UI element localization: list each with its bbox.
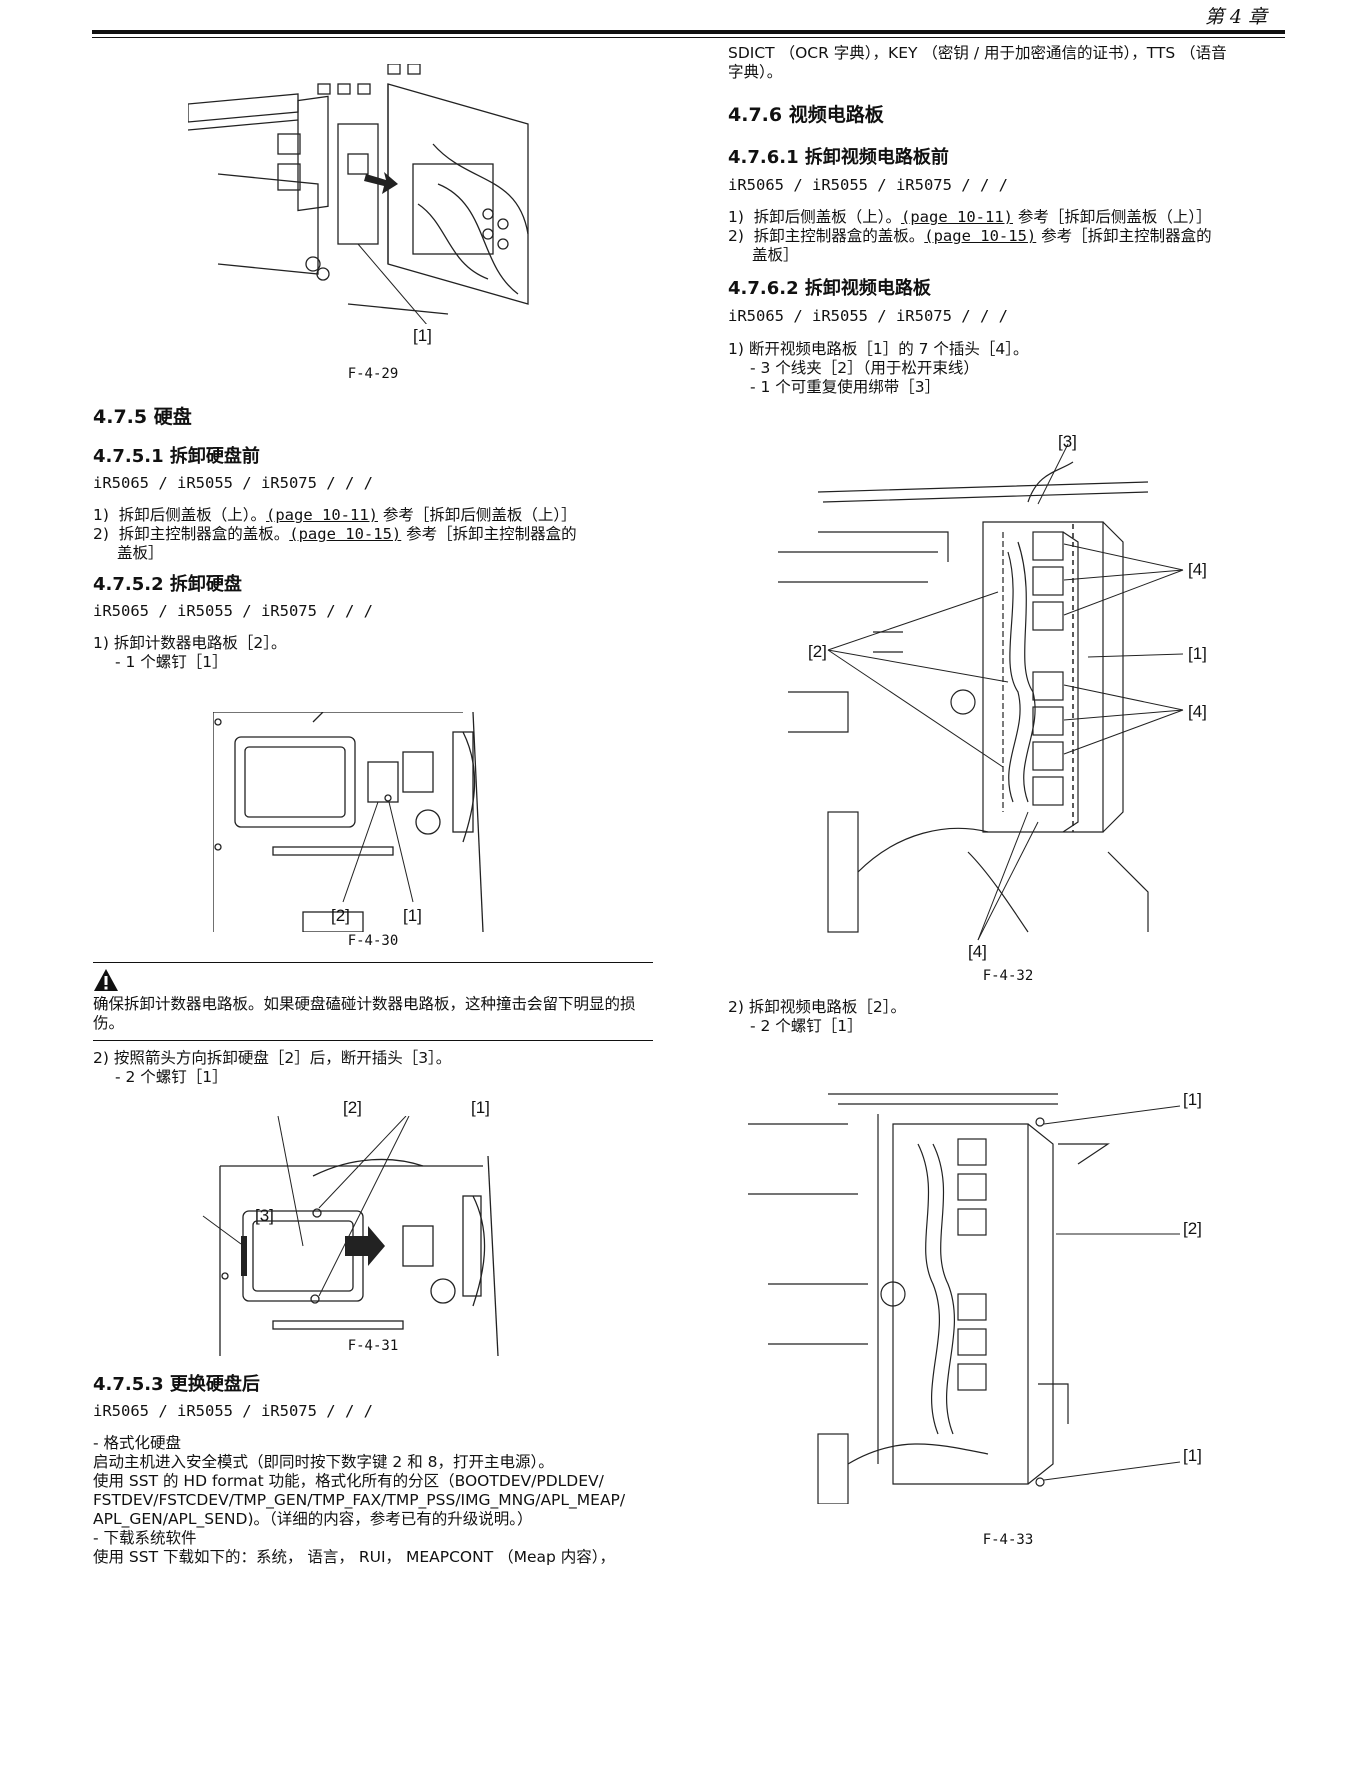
header-rule-thin bbox=[92, 37, 1285, 38]
fig33-caption: F-4-33 bbox=[982, 1532, 1034, 1548]
continued-line-2: 字典）。 bbox=[728, 63, 783, 81]
section-4-7-5-title: 4.7.5 硬盘 bbox=[93, 406, 192, 428]
s4753-line-4: FSTDEV/FSTCDEV/TMP_GEN/TMP_FAX/TMP_PSS/I… bbox=[93, 1491, 626, 1509]
s4752-step-1: 1) 拆卸计数器电路板［2］。 bbox=[93, 634, 287, 652]
s4762-step-1: 1) 断开视频电路板［1］的 7 个插头［4］。 bbox=[728, 340, 1029, 358]
fig32-label-4c: [4] bbox=[968, 942, 987, 961]
s4761-step-2: 2) 拆卸主控制器盒的盖板。(page 10-15) 参考［拆卸主控制器盒的 bbox=[728, 227, 1212, 245]
fig29-label-1: [1] bbox=[413, 326, 432, 345]
page-10-15-link[interactable]: (page 10-15) bbox=[289, 525, 402, 543]
s4762-models: iR5065 / iR5055 / iR5075 / / / bbox=[728, 307, 1008, 325]
s4752-step-2: 2) 按照箭头方向拆卸硬盘［2］后，断开插头［3］。 bbox=[93, 1049, 452, 1067]
s4762-step-1-sub-1: - 3 个线夹［2］（用于松开束线） bbox=[750, 359, 979, 377]
fig30-caption: F-4-30 bbox=[347, 933, 399, 949]
s4761-models: iR5065 / iR5055 / iR5075 / / / bbox=[728, 176, 1008, 194]
chapter-header: 第 4 章 bbox=[1204, 6, 1267, 28]
fig31-label-1: [1] bbox=[471, 1098, 490, 1117]
warning-icon bbox=[93, 968, 653, 996]
s4752-models: iR5065 / iR5055 / iR5075 / / / bbox=[93, 602, 373, 620]
section-4-7-6-title: 4.7.6 视频电路板 bbox=[728, 104, 884, 126]
s4753-line-7: 使用 SST 下载如下的：系统， 语言， RUI， MEAPCONT （Meap… bbox=[93, 1548, 616, 1566]
fig32-label-1: [1] bbox=[1188, 644, 1207, 663]
section-4-7-5-1-title: 4.7.5.1 拆卸硬盘前 bbox=[93, 446, 260, 467]
figure-4-33: [1] [2] [1] bbox=[728, 1084, 1202, 1504]
page-10-15-link-right[interactable]: (page 10-15) bbox=[924, 227, 1037, 245]
s4751-step-1: 1) 拆卸后侧盖板（上）。(page 10-11) 参考［拆卸后侧盖板（上）］ bbox=[93, 506, 577, 524]
fig32-label-2: [2] bbox=[808, 642, 827, 661]
s4751-step-2: 2) 拆卸主控制器盒的盖板。(page 10-15) 参考［拆卸主控制器盒的 bbox=[93, 525, 577, 543]
fig33-label-2: [2] bbox=[1183, 1219, 1202, 1238]
caution-rule-bottom bbox=[93, 1040, 653, 1041]
page-10-11-link-right[interactable]: (page 10-11) bbox=[901, 208, 1013, 226]
section-4-7-6-1-title: 4.7.6.1 拆卸视频电路板前 bbox=[728, 147, 949, 168]
fig29-caption: F-4-29 bbox=[347, 366, 399, 382]
section-4-7-5-2-title: 4.7.5.2 拆卸硬盘 bbox=[93, 574, 242, 595]
fig33-label-1a: [1] bbox=[1183, 1090, 1202, 1109]
fig31-caption: F-4-31 bbox=[347, 1338, 399, 1354]
fig32-caption: F-4-32 bbox=[982, 968, 1034, 984]
s4761-step-2-cont: 盖板］ bbox=[752, 246, 799, 264]
section-4-7-5-3-title: 4.7.5.3 更换硬盘后 bbox=[93, 1374, 260, 1395]
s4753-line-2: 启动主机进入安全模式（即同时按下数字键 2 和 8，打开主电源）。 bbox=[93, 1453, 554, 1471]
s4753-line-6: - 下载系统软件 bbox=[93, 1529, 197, 1547]
fig31-label-2: [2] bbox=[343, 1098, 362, 1117]
figure-4-32-drawing bbox=[778, 443, 1184, 941]
s4753-line-3: 使用 SST 的 HD format 功能，格式化所有的分区（BOOTDEV/P… bbox=[93, 1472, 604, 1490]
s4753-line-1: - 格式化硬盘 bbox=[93, 1434, 182, 1452]
page-10-11-link[interactable]: (page 10-11) bbox=[266, 506, 378, 524]
s4761-step-1: 1) 拆卸后侧盖板（上）。(page 10-11) 参考［拆卸后侧盖板（上）］ bbox=[728, 208, 1212, 226]
section-4-7-6-2-title: 4.7.6.2 拆卸视频电路板 bbox=[728, 278, 931, 299]
s4753-line-5: APL_GEN/APL_SEND)。（详细的内容，参考已有的升级说明。） bbox=[93, 1510, 533, 1528]
figure-4-33-drawing bbox=[748, 1093, 1181, 1504]
s4762-step-2-sub: - 2 个螺钉［1］ bbox=[750, 1017, 863, 1035]
fig30-label-2: [2] bbox=[331, 906, 350, 925]
s4751-step-2-cont: 盖板］ bbox=[117, 544, 164, 562]
s4762-step-2: 2) 拆卸视频电路板［2］。 bbox=[728, 998, 906, 1016]
caution-rule-top bbox=[93, 962, 653, 963]
figure-4-30: [2] [1] bbox=[213, 712, 543, 932]
fig32-label-4a: [4] bbox=[1188, 560, 1207, 579]
s4752-step-2-sub: - 2 个螺钉［1］ bbox=[115, 1068, 228, 1086]
continued-line-1: SDICT （OCR 字典），KEY （密钥 / 用于加密通信的证书），TTS … bbox=[728, 44, 1227, 62]
s4751-models: iR5065 / iR5055 / iR5075 / / / bbox=[93, 474, 373, 492]
s4752-step-1-sub: - 1 个螺钉［1］ bbox=[115, 653, 228, 671]
figure-4-32: [3] [4] [2] [1] [4] [4] bbox=[728, 432, 1207, 961]
s4753-models: iR5065 / iR5055 / iR5075 / / / bbox=[93, 1402, 373, 1420]
figure-4-29: [1] bbox=[188, 64, 568, 345]
header-rule bbox=[92, 30, 1285, 34]
fig32-label-4b: [4] bbox=[1188, 702, 1207, 721]
fig32-label-3: [3] bbox=[1058, 432, 1077, 451]
figure-4-30-drawing bbox=[213, 712, 484, 932]
fig30-label-1: [1] bbox=[403, 906, 422, 925]
caution-text: 确保拆卸计数器电路板。如果硬盘磕碰计数器电路板，这种撞击会留下明显的损伤。 bbox=[93, 995, 636, 1032]
figure-4-31-drawing bbox=[202, 1116, 499, 1356]
fig33-label-1b: [1] bbox=[1183, 1446, 1202, 1465]
s4762-step-1-sub-2: - 1 个可重复使用绑带［3］ bbox=[750, 378, 941, 396]
figure-4-29-drawing bbox=[188, 64, 529, 324]
